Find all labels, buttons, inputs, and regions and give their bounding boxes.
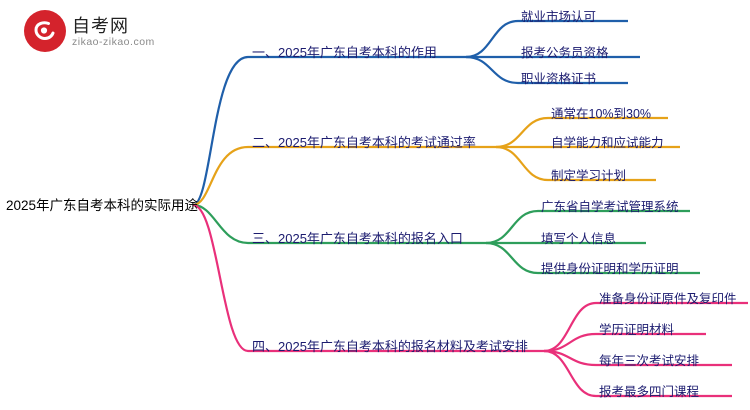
branch-label-4: 四、2025年广东自考本科的报名材料及考试安排 [252, 339, 528, 354]
leaf-label-4-2: 学历证明材料 [599, 323, 675, 337]
branch-label-3: 三、2025年广东自考本科的报名入口 [252, 231, 463, 246]
leaf-label-4-3: 每年三次考试安排 [599, 354, 700, 368]
leaf-label-3-2: 填写个人信息 [541, 232, 617, 246]
logo-subtitle: zikao-zikao.com [72, 36, 155, 48]
leaf-label-3-1: 广东省自学考试管理系统 [541, 200, 679, 214]
leaf-label-2-2: 自学能力和应试能力 [551, 136, 664, 150]
leaf-label-2-3: 制定学习计划 [551, 169, 627, 183]
leaf-label-4-4: 报考最多四门课程 [599, 385, 700, 399]
logo-title: 自考网 [72, 16, 129, 36]
leaf-label-4-1: 准备身份证原件及复印件 [599, 292, 737, 306]
branch-label-2: 二、2025年广东自考本科的考试通过率 [252, 135, 476, 150]
leaf-label-1-3: 职业资格证书 [521, 72, 597, 86]
circular-swirl-logo-icon [24, 10, 66, 52]
leaf-label-3-3: 提供身份证明和学历证明 [541, 262, 679, 276]
leaf-label-1-2: 报考公务员资格 [521, 46, 609, 60]
site-logo: 自考网 zikao-zikao.com [24, 8, 194, 56]
leaf-label-2-1: 通常在10%到30% [551, 107, 652, 121]
leaf-label-1-1: 就业市场认可 [521, 10, 597, 24]
branch-label-1: 一、2025年广东自考本科的作用 [252, 45, 437, 60]
mindmap-root-label: 2025年广东自考本科的实际用途 [6, 198, 199, 213]
